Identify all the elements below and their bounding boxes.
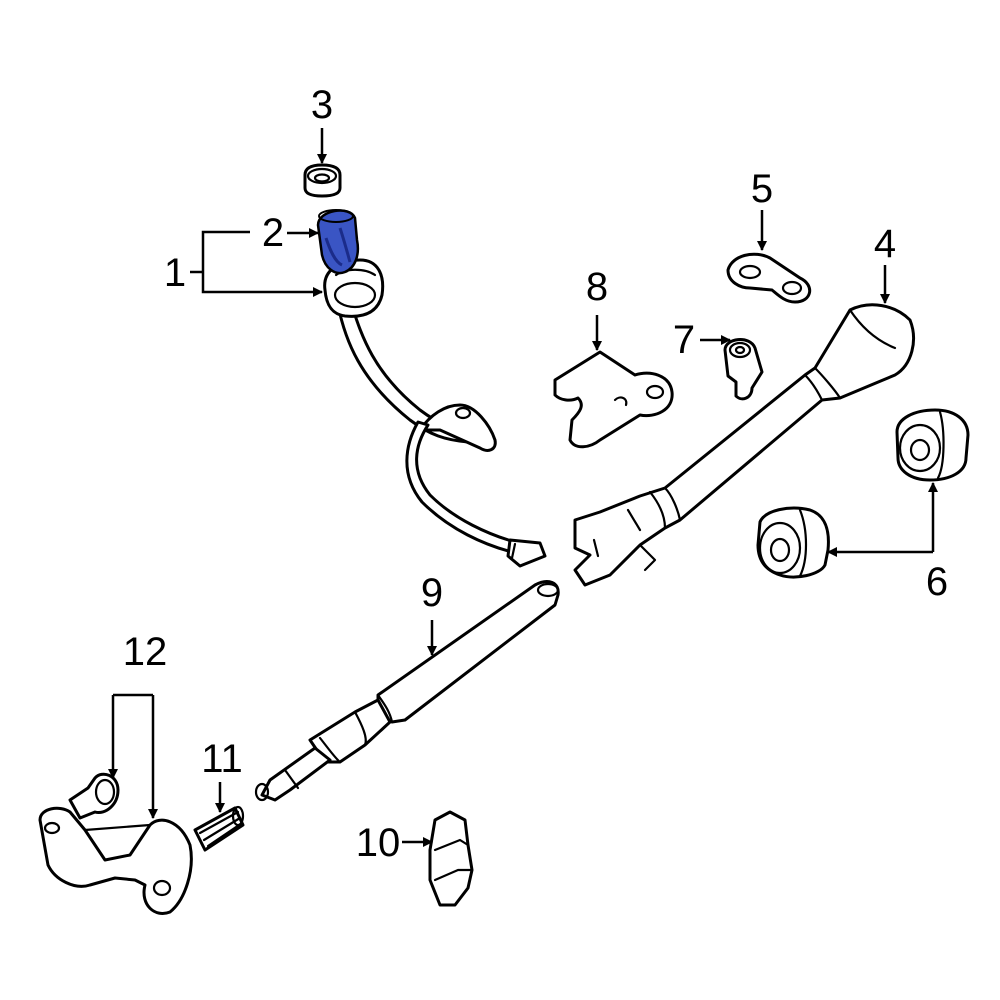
part-4-column-tube[interactable] — [573, 303, 915, 587]
callout-5: 5 — [751, 167, 773, 211]
part-6-bushing-lower[interactable] — [756, 506, 830, 579]
part-8-bracket[interactable] — [553, 350, 674, 449]
part-2-boot-highlighted[interactable] — [316, 209, 360, 275]
callout-2: 2 — [262, 211, 284, 255]
part-11-spring[interactable] — [193, 805, 245, 852]
part-3-cap[interactable] — [303, 163, 342, 198]
callout-labels: 3 2 1 8 7 5 4 6 9 10 11 12 — [123, 83, 948, 865]
part-7-sleeve[interactable] — [723, 338, 764, 401]
callout-11: 11 — [201, 737, 243, 781]
part-1-shift-cable-assembly[interactable] — [323, 258, 547, 568]
callout-12: 12 — [123, 630, 168, 674]
leader-lines — [108, 128, 938, 847]
callout-6: 6 — [926, 560, 948, 604]
part-12-pin[interactable] — [68, 772, 120, 820]
callout-9: 9 — [421, 571, 443, 615]
callout-7: 7 — [673, 318, 695, 362]
callout-10: 10 — [356, 821, 401, 865]
callout-1: 1 — [164, 251, 186, 295]
part-10-block[interactable] — [428, 810, 474, 907]
part-5-clip[interactable] — [726, 252, 811, 304]
callout-8: 8 — [586, 265, 608, 309]
callout-4: 4 — [874, 222, 896, 266]
part-6-bushing-upper[interactable] — [895, 408, 970, 482]
part-12-lever[interactable] — [38, 806, 193, 915]
callout-3: 3 — [311, 83, 333, 127]
part-9-shaft[interactable] — [254, 580, 560, 802]
